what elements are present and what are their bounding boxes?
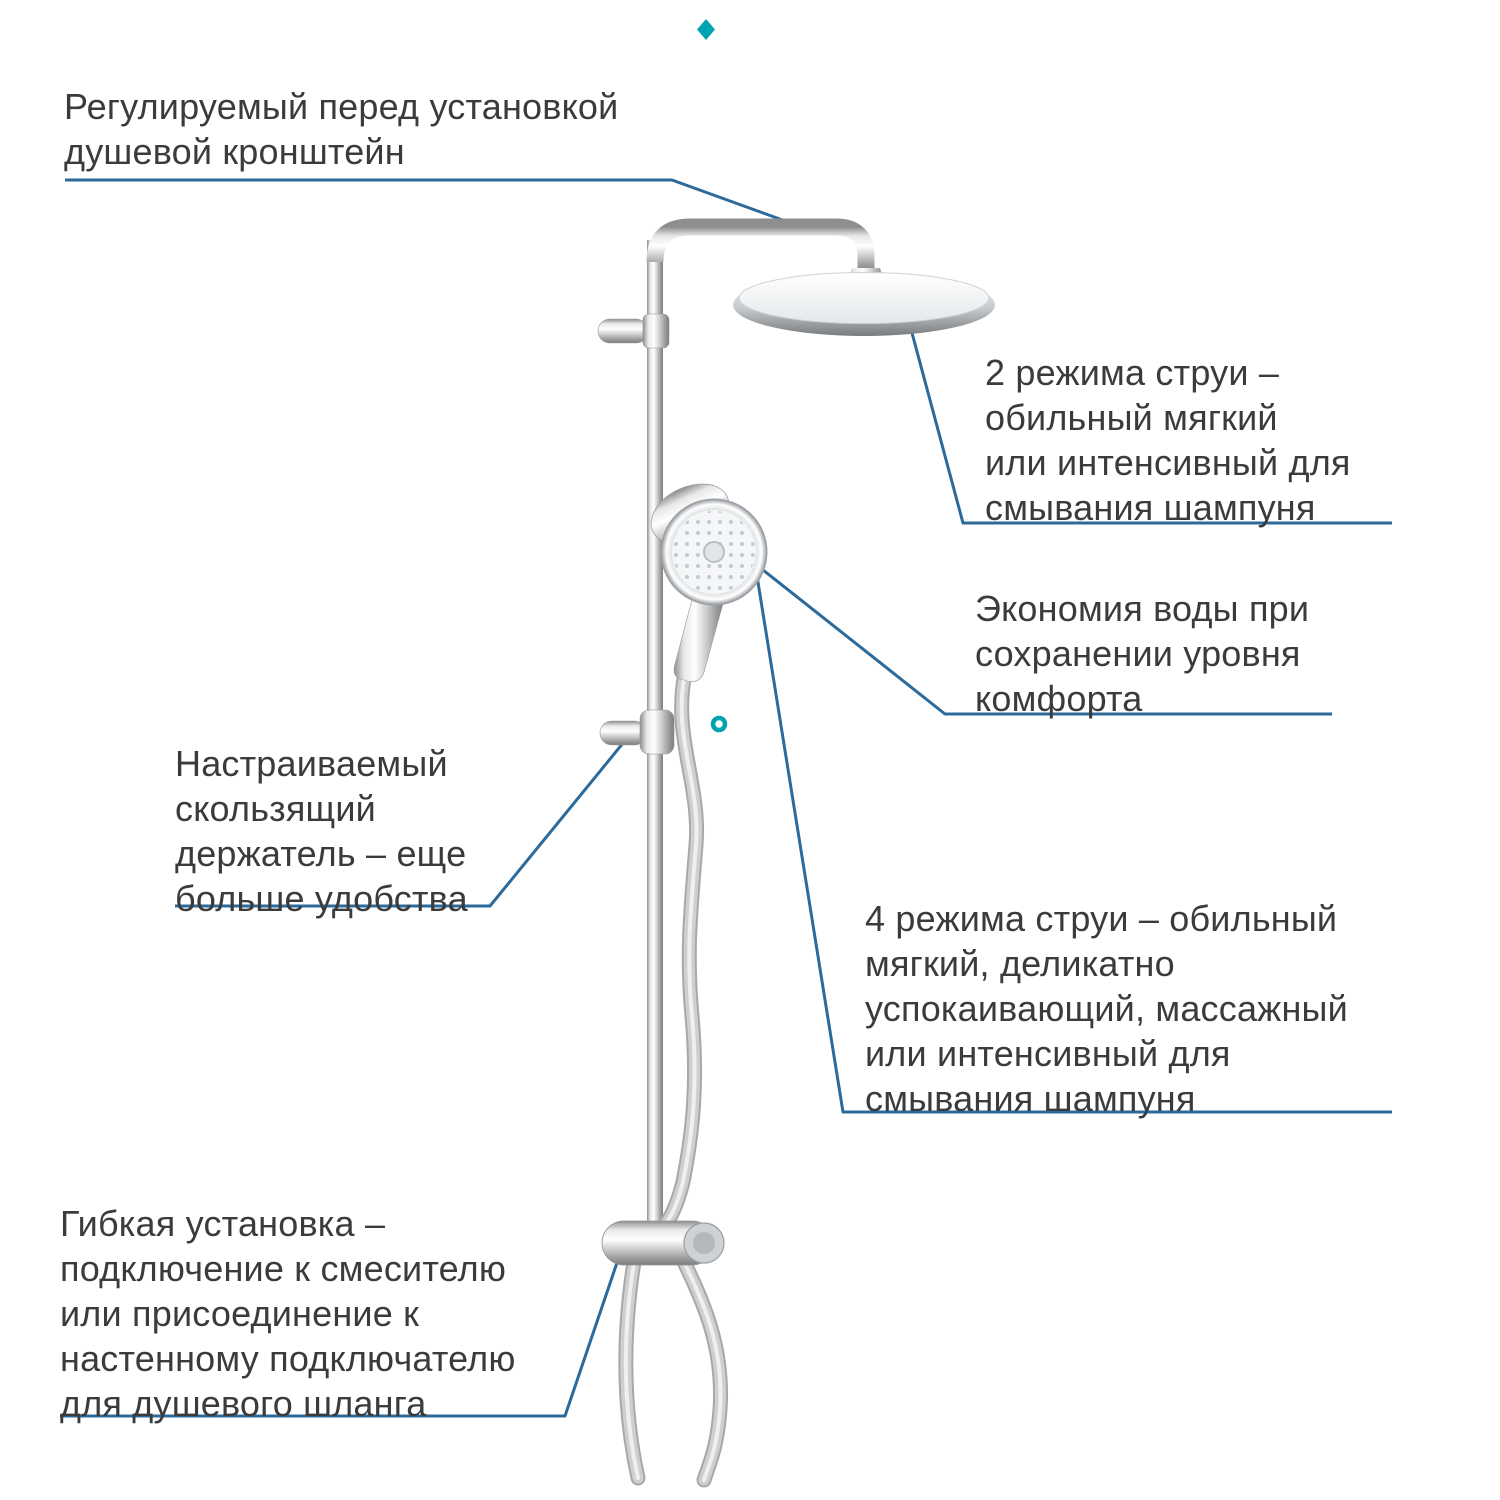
leader-line-slider-holder xyxy=(175,736,630,908)
leader-lines xyxy=(60,178,1392,1418)
hand-shower-handle xyxy=(673,591,725,682)
accent-dot-icon xyxy=(710,715,728,733)
slider-holder xyxy=(599,709,675,755)
bottom-connector xyxy=(601,1220,725,1266)
shower-hose xyxy=(653,666,705,1238)
leader-line-installation xyxy=(60,1247,624,1418)
wall-mount-clamp xyxy=(597,313,670,349)
leader-line-head-shower xyxy=(906,317,1392,525)
hose-bottom-strands xyxy=(618,1242,729,1488)
annotation-head-shower: 2 режима струи – обильный мягкий или инт… xyxy=(985,352,1351,528)
leader-line-hand-shower xyxy=(755,575,1392,1114)
shower-arm-pipe xyxy=(646,218,875,272)
annotation-hand-shower: 4 режима струи – обильный мягкий, делика… xyxy=(865,898,1348,1119)
hand-shower xyxy=(650,483,768,682)
leader-line-water-saving xyxy=(757,564,1332,716)
head-shower xyxy=(733,272,995,336)
annotation-shower-arm: Регулируемый перед установкой душевой кр… xyxy=(64,86,619,172)
leader-line-shower-arm xyxy=(65,178,789,224)
drop-icon xyxy=(697,19,715,40)
annotation-slider-holder: Настраиваемый скользящий держатель – еще… xyxy=(175,743,468,919)
annotation-installation: Гибкая установка – подключение к смесите… xyxy=(60,1203,516,1424)
annotation-water-saving: Экономия воды при сохранении уровня комф… xyxy=(975,588,1310,719)
